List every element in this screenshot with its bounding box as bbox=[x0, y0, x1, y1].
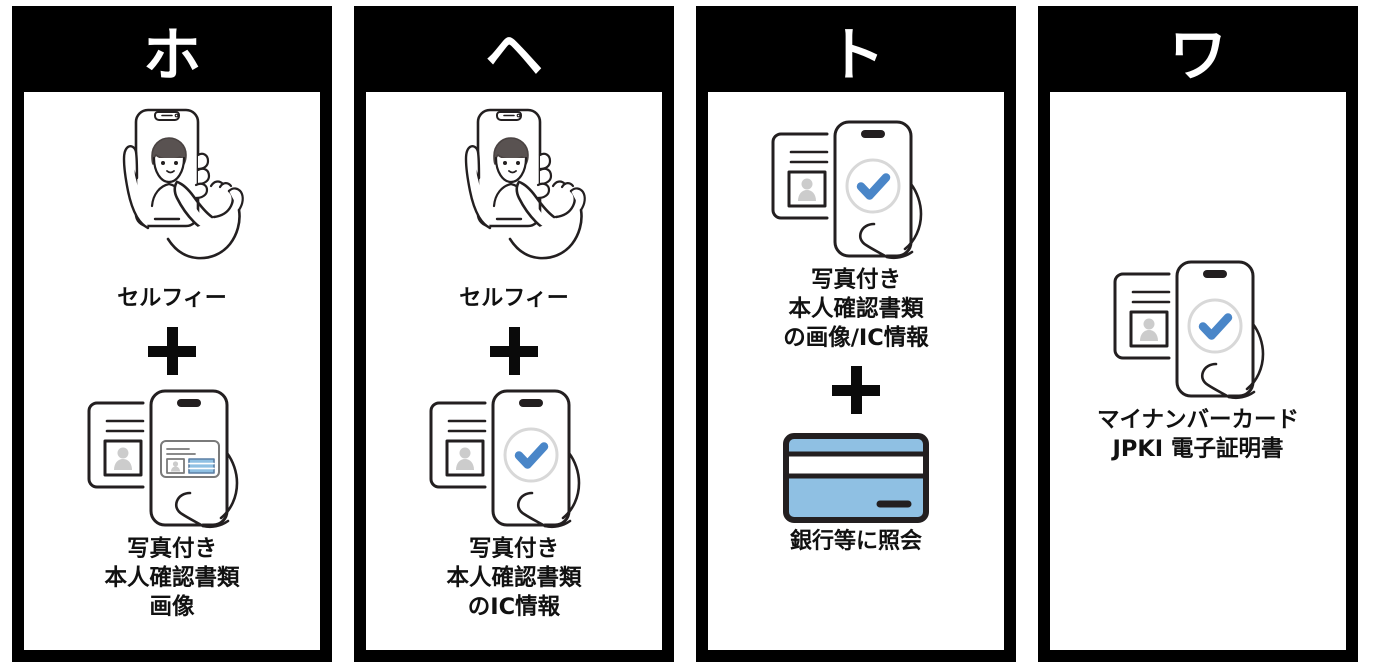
selfie-phone-hand-icon bbox=[434, 100, 594, 285]
panel-to-caption-id-image-ic: 写真付き 本人確認書類 の画像/IC情報 bbox=[783, 267, 929, 351]
panel-wa-caption-mynumber-jpki: マイナンバーカード JPKI 電子証明書 bbox=[1096, 407, 1300, 462]
panel-to-header-label: ト bbox=[708, 18, 1004, 92]
panel-he-caption-id-ic: 写真付き 本人確認書類 のIC情報 bbox=[446, 536, 582, 620]
panel-he: ヘ bbox=[354, 6, 674, 662]
panel-to-body: 写真付き 本人確認書類 の画像/IC情報 銀行等に照会 bbox=[708, 92, 1004, 650]
panel-to-caption-bank-inquiry: 銀行等に照会 bbox=[789, 529, 922, 555]
bank-card-icon bbox=[780, 428, 932, 528]
panel-he-item-id-ic: 写真付き 本人確認書類 のIC情報 bbox=[419, 385, 609, 621]
panel-ho-header-label: ホ bbox=[24, 18, 320, 92]
id-card-phone-check-hand-icon bbox=[761, 116, 951, 266]
panel-wa-body: マイナンバーカード JPKI 電子証明書 bbox=[1050, 92, 1346, 650]
id-card-phone-image-hand-icon bbox=[77, 385, 267, 535]
panel-ho-plus-connector bbox=[148, 327, 196, 376]
panel-wa-item-mynumber-jpki: マイナンバーカード JPKI 電子証明書 bbox=[1097, 256, 1299, 464]
panel-he-header-label: ヘ bbox=[366, 18, 662, 92]
panel-ho-caption-id-image: 写真付き 本人確認書類 画像 bbox=[104, 536, 240, 620]
panel-wa: ワ bbox=[1038, 6, 1358, 662]
panel-ho-item-id-image: 写真付き 本人確認書類 画像 bbox=[77, 385, 267, 621]
panel-to-item-id-image-ic: 写真付き 本人確認書類 の画像/IC情報 bbox=[761, 116, 951, 352]
id-card-phone-check-hand-icon bbox=[419, 385, 609, 535]
panel-to-plus-connector bbox=[832, 366, 880, 415]
panel-he-body: セルフィー bbox=[366, 92, 662, 650]
panel-ho-caption-selfie: セルフィー bbox=[117, 286, 227, 311]
panel-to-item-bank-inquiry: 銀行等に照会 bbox=[780, 428, 932, 556]
panel-ho-body: セルフィー bbox=[24, 92, 320, 650]
panel-wa-header-label: ワ bbox=[1050, 18, 1346, 92]
panel-he-item-selfie: セルフィー bbox=[434, 100, 594, 313]
id-card-phone-check-hand-icon bbox=[1103, 256, 1293, 406]
panel-ho-item-selfie: セルフィー bbox=[92, 100, 252, 313]
panel-he-caption-selfie: セルフィー bbox=[459, 286, 569, 311]
panel-to: ト bbox=[696, 6, 1016, 662]
panel-he-plus-connector bbox=[490, 327, 538, 376]
panel-ho: ホ bbox=[12, 6, 332, 662]
selfie-phone-hand-icon bbox=[92, 100, 252, 285]
